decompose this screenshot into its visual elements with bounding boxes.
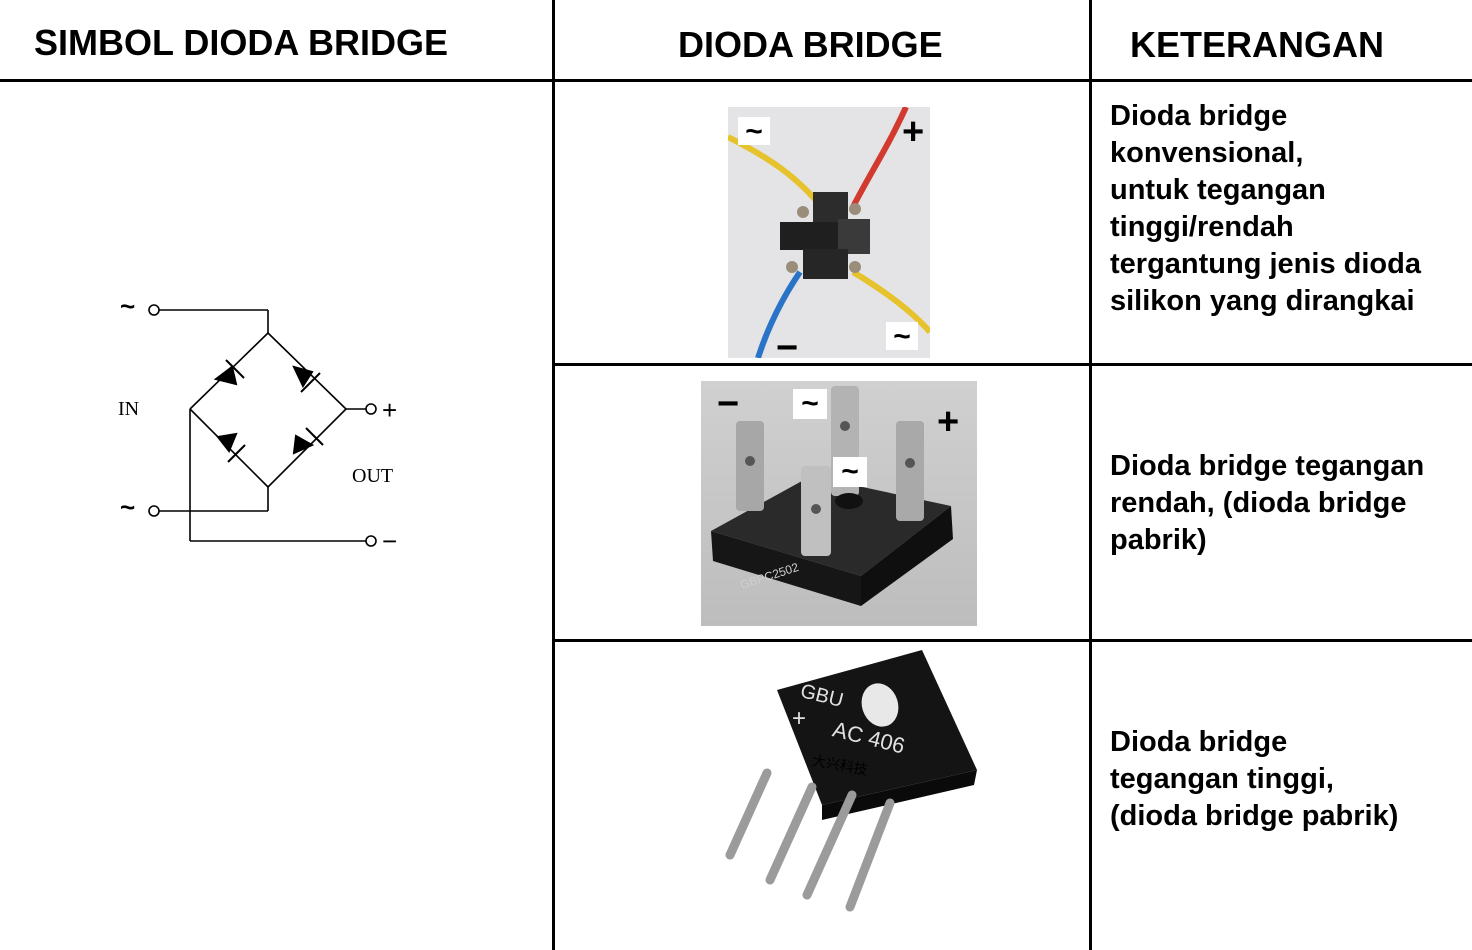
row2-description: Dioda bridge tegangan rendah, (dioda bri… xyxy=(1110,448,1424,559)
diode-icon xyxy=(216,432,238,453)
column-divider-2 xyxy=(1089,0,1092,950)
row1-desc-line: silikon yang dirangkai xyxy=(1110,285,1415,317)
photo2-minus-label: − xyxy=(717,383,740,425)
row1-desc-line: untuk tegangan xyxy=(1110,174,1326,206)
gbu-bridge-photo: GBU + AC 406 大兴科技 xyxy=(712,645,980,913)
row1-description: Dioda bridge konvensional, untuk teganga… xyxy=(1110,98,1421,320)
header-bridge: DIODA BRIDGE xyxy=(678,24,943,65)
photo1-minus-label: − xyxy=(776,327,799,358)
schematic-ac-top: ~ xyxy=(120,291,136,321)
header-symbol: SIMBOL DIODA BRIDGE xyxy=(34,22,449,63)
row1-desc-line: tinggi/rendah xyxy=(1110,211,1294,243)
photo1-ac-label-bottom: ~ xyxy=(886,322,918,352)
gbpc-bridge-photo: − ~ + ~ GBPC2502 xyxy=(701,381,977,626)
photo2-ac-label-center: ~ xyxy=(833,457,867,487)
row1-bottom-border xyxy=(553,363,1472,366)
row1-desc-line: tergantung jenis dioda xyxy=(1110,248,1421,280)
photo2-ac-label-top: ~ xyxy=(793,389,827,419)
row1-desc-line: Dioda bridge xyxy=(1110,100,1288,132)
diode-icon xyxy=(292,434,315,455)
row2-desc-line: pabrik) xyxy=(1110,524,1207,556)
row3-description: Dioda bridge tegangan tinggi, (dioda bri… xyxy=(1110,724,1398,835)
bridge-rectifier-schematic xyxy=(148,304,377,547)
diode-icon xyxy=(213,365,238,386)
row3-desc-line: tegangan tinggi, xyxy=(1110,763,1334,795)
photo3-marking-plus: + xyxy=(792,705,807,732)
row2-bottom-border xyxy=(553,639,1472,642)
row1-desc-line: konvensional, xyxy=(1110,137,1304,169)
schematic-plus: + xyxy=(382,395,398,425)
photo1-ac-label-top: ~ xyxy=(738,117,770,147)
photo2-plus-label: + xyxy=(937,401,960,443)
schematic-ac-bottom: ~ xyxy=(120,492,136,522)
row2-desc-line: Dioda bridge tegangan xyxy=(1110,450,1425,482)
header-info: KETERANGAN xyxy=(1130,24,1385,65)
photo1-plus-label: + xyxy=(902,111,925,153)
schematic-minus: − xyxy=(382,526,398,556)
conventional-bridge-photo: ~ + − ~ xyxy=(728,107,930,358)
row3-desc-line: (dioda bridge pabrik) xyxy=(1110,800,1399,832)
row2-desc-line: rendah, (dioda bridge xyxy=(1110,487,1407,519)
header-bottom-border xyxy=(0,79,1472,82)
schematic-out-label: OUT xyxy=(352,465,394,487)
column-divider-1 xyxy=(552,0,555,950)
diode-icon xyxy=(292,365,314,389)
row3-desc-line: Dioda bridge xyxy=(1110,726,1288,758)
schematic-in-label: IN xyxy=(118,398,140,420)
